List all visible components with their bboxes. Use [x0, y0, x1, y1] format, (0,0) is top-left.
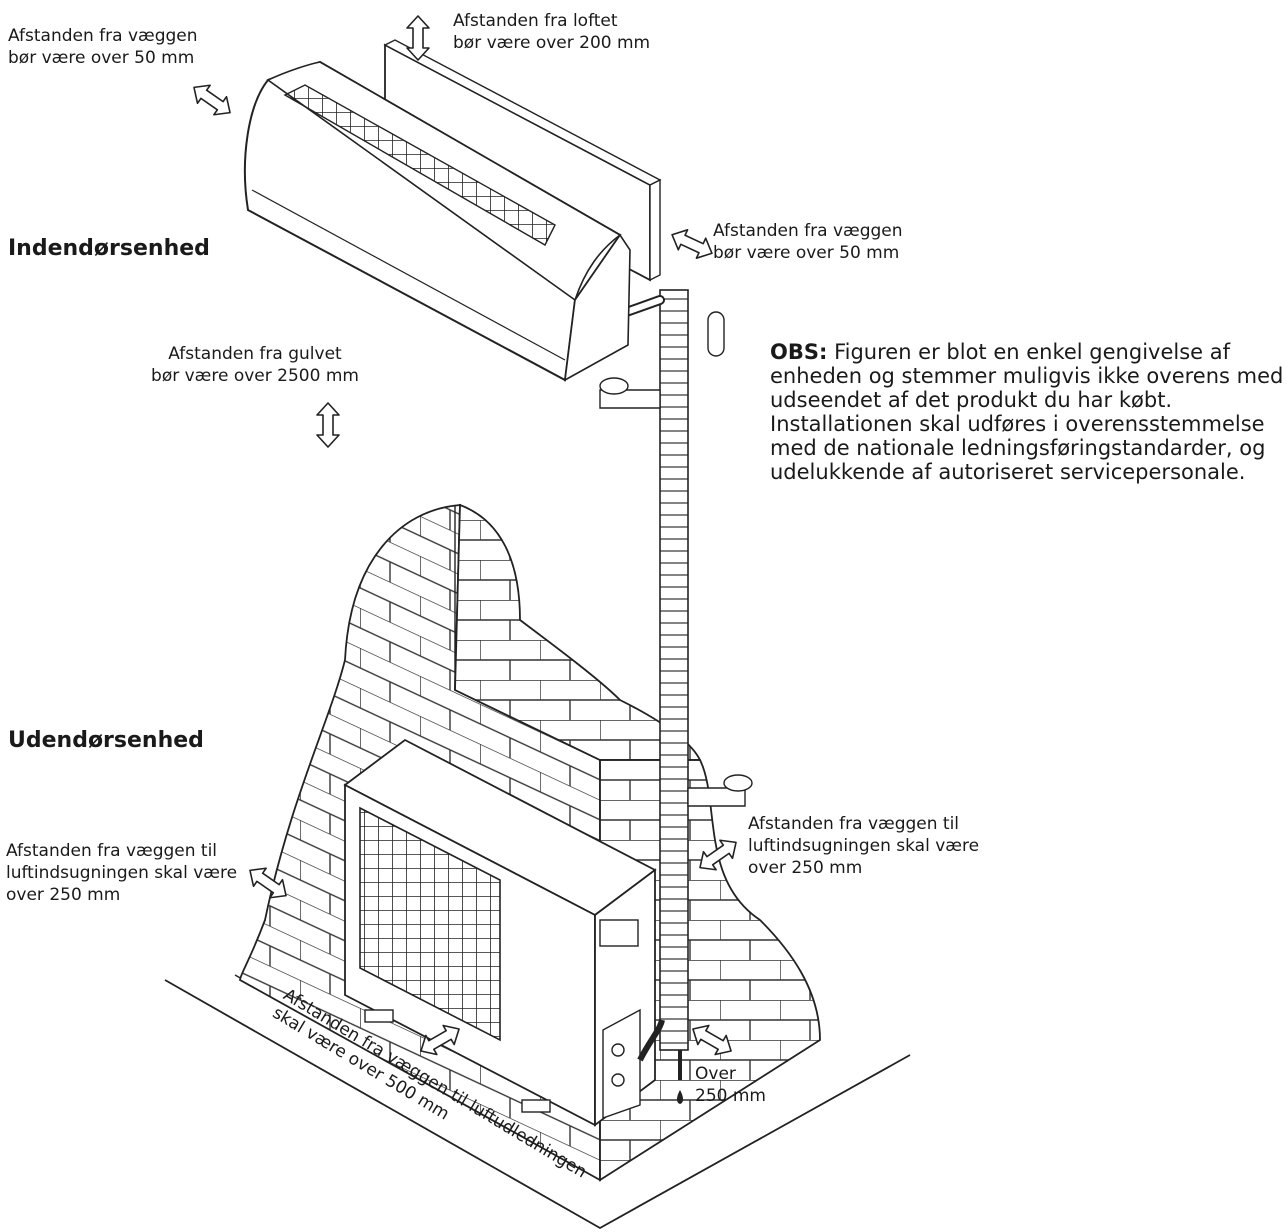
obs-note-text: Figuren er blot en enkel gengivelse af e… — [770, 340, 1284, 484]
indoor-unit-heading: Indendørsenhed — [8, 236, 210, 261]
obs-note: OBS: Figuren er blot en enkel gengivelse… — [770, 340, 1285, 484]
outdoor-left-clearance-label: Afstanden fra væggen til luftindsugninge… — [6, 841, 238, 905]
obs-note-prefix: OBS: — [770, 340, 828, 364]
indoor-unit-illustration — [243, 39, 662, 382]
drain-clearance-label: Over 250 mm — [695, 1064, 766, 1106]
double-arrow-icon — [316, 402, 340, 448]
outdoor-unit-illustration — [343, 738, 657, 1127]
wall-clearance-left-label: Afstanden fra væggen bør være over 50 mm — [8, 26, 198, 68]
wall-clearance-right-label: Afstanden fra væggen bør være over 50 mm — [713, 221, 903, 263]
outdoor-right-clearance-label: Afstanden fra væggen til luftindsugninge… — [748, 814, 980, 878]
ceiling-clearance-label: Afstanden fra loftet bør være over 200 m… — [453, 11, 651, 53]
floor-clearance-label: Afstanden fra gulvet bør være over 2500 … — [151, 344, 359, 386]
outdoor-unit-heading: Udendørsenhed — [8, 728, 204, 753]
pipe-illustration — [599, 289, 753, 1104]
double-arrow-icon — [186, 77, 238, 123]
double-arrow-icon — [666, 223, 718, 265]
